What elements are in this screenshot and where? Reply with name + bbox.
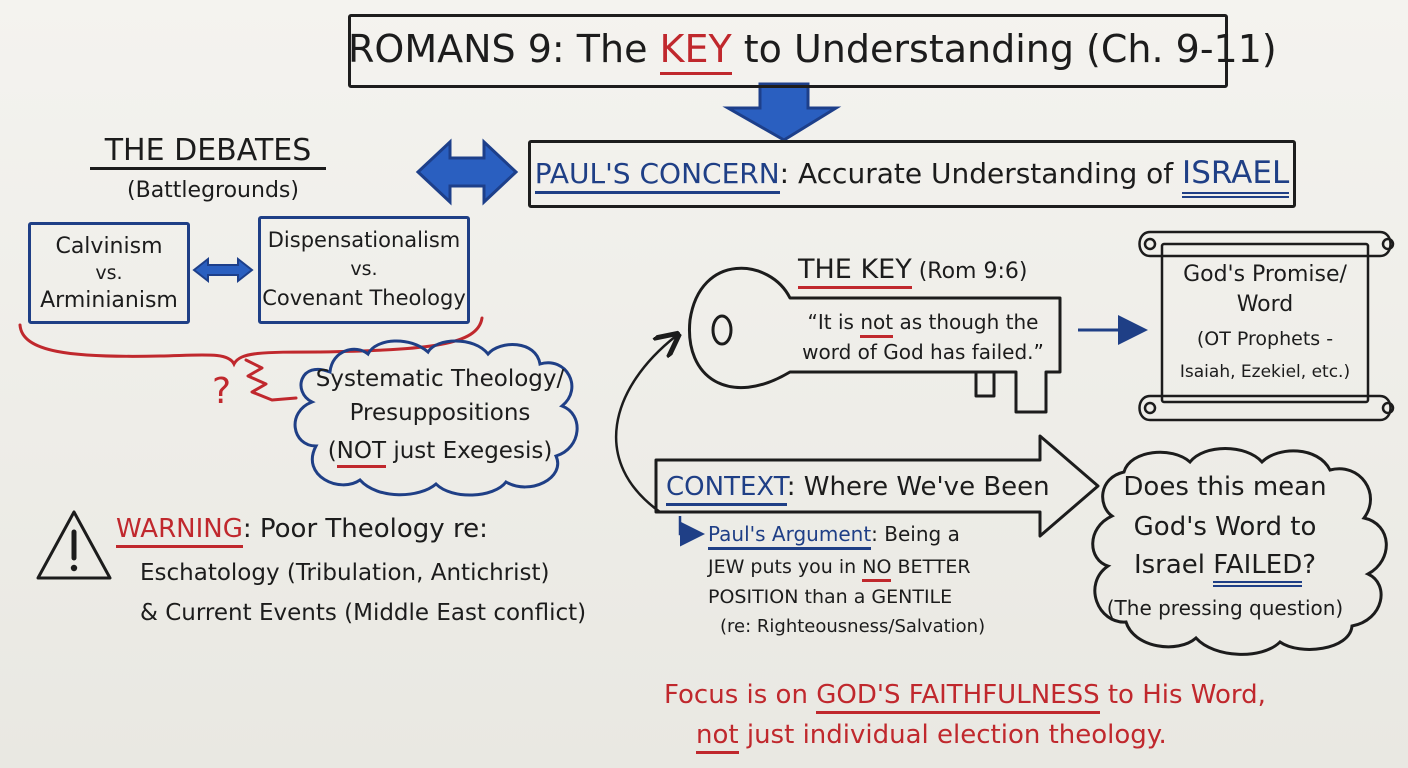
calvinism-line2: vs. — [95, 262, 123, 284]
scroll-line1: God's Promise/ — [1183, 262, 1347, 287]
title-part2: to Understanding (Ch. 9-11) — [731, 27, 1277, 71]
question-cloud-shape — [1091, 447, 1388, 656]
debates-subheading: (Battlegrounds) — [127, 178, 299, 203]
title-box — [348, 14, 1228, 88]
question-line3: Israel FAILED? — [1100, 550, 1350, 587]
focus-emphasis: GOD'S FAITHFULNESS — [816, 680, 1100, 714]
calvinism-box — [28, 222, 190, 324]
scroll-icon — [1138, 230, 1395, 422]
dispensationalism-line1: Dispensationalism — [267, 228, 461, 252]
argument-line2: JEW puts you in NO BETTER — [708, 556, 971, 582]
red-squiggle — [244, 358, 298, 402]
focus-line1: Focus is on GOD'S FAITHFULNESS to His Wo… — [664, 680, 1266, 714]
question-line4: (The pressing question) — [1106, 596, 1344, 620]
systematic-line2: Presuppositions — [349, 400, 531, 426]
hook-arrow-icon — [678, 516, 705, 547]
key-heading: THE KEY (Rom 9:6) — [798, 254, 1027, 289]
question-failed: FAILED — [1213, 550, 1303, 587]
argument-line4: (re: Righteousness/Salvation) — [720, 616, 986, 637]
key-quote-line2: word of God has failed.” — [802, 340, 1044, 364]
curved-arrow-icon — [614, 336, 676, 514]
page-title: ROMANS 9: The KEY to Understanding (Ch. … — [348, 27, 1277, 75]
concern-text: PAUL'S CONCERN: Accurate Understanding o… — [528, 155, 1296, 198]
scroll-line3: (OT Prophets - — [1196, 328, 1334, 350]
argument-line3: POSITION than a GENTILE — [708, 586, 953, 608]
scroll-line2: Word — [1236, 292, 1294, 317]
warning-line3: & Current Events (Middle East conflict) — [140, 600, 587, 626]
focus-line2: not just individual election theology. — [696, 720, 1167, 754]
key-quote-line1: “It is not as though the — [778, 310, 1068, 338]
question-line2: God's Word to — [1133, 512, 1317, 542]
calvinism-line1: Calvinism — [55, 234, 163, 259]
small-double-arrow-icon — [192, 256, 254, 284]
question-line1: Does this mean — [1123, 472, 1327, 502]
dispensationalism-box — [258, 216, 470, 324]
context-heading: CONTEXT: Where We've Been — [666, 472, 1050, 506]
dispensationalism-line3: Covenant Theology — [262, 286, 466, 310]
warning-line1: WARNING: Poor Theology re: — [116, 514, 488, 548]
title-key-word: KEY — [659, 27, 732, 75]
concern-body: : Accurate Understanding of — [779, 157, 1183, 190]
question-mark: ? — [212, 371, 232, 412]
warning-triangle-icon — [36, 510, 112, 580]
concern-label: PAUL'S CONCERN — [534, 157, 780, 194]
down-arrow-icon — [722, 82, 842, 142]
key-icon — [687, 266, 1062, 414]
concern-box — [528, 140, 1296, 208]
double-arrow-icon — [415, 138, 519, 206]
systematic-line1: Systematic Theology/ — [315, 366, 565, 392]
warning-line2: Eschatology (Tribulation, Antichrist) — [140, 560, 550, 586]
title-part1: ROMANS 9: The — [348, 27, 660, 71]
systematic-line3: (NOT just Exegesis) — [300, 438, 580, 468]
systematic-cloud-shape — [293, 339, 579, 497]
systematic-not: NOT — [336, 438, 387, 468]
red-brace — [18, 316, 484, 368]
concern-israel: ISRAEL — [1182, 155, 1290, 198]
scroll-line4: Isaiah, Ezekiel, etc.) — [1179, 362, 1351, 382]
calvinism-line3: Arminianism — [40, 288, 178, 313]
debates-heading: THE DEBATES — [90, 136, 326, 170]
argument-line1: Paul's Argument: Being a — [708, 522, 960, 550]
context-arrow-shape — [654, 434, 1100, 538]
warning-label: WARNING — [116, 514, 243, 548]
dispensationalism-line2: vs. — [350, 258, 378, 280]
